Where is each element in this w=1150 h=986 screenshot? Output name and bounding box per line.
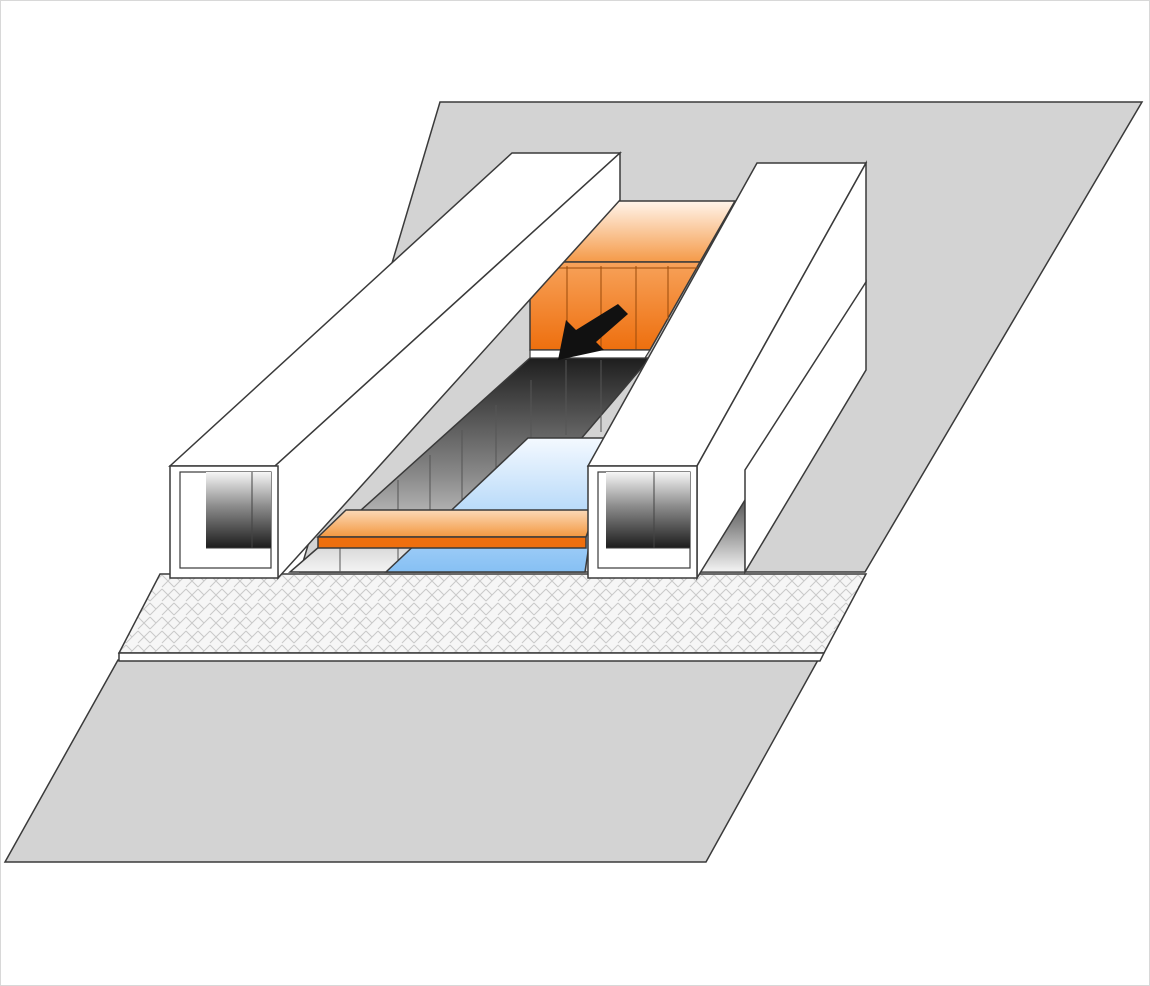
plank-bridge-edge xyxy=(317,536,587,549)
walkway-top xyxy=(117,573,868,654)
down-left-arrow-icon xyxy=(558,304,628,360)
walkway-edge xyxy=(118,652,826,662)
right-beam-side xyxy=(696,160,867,581)
right-beam-lower-side xyxy=(744,279,867,575)
right-beam-interior xyxy=(606,472,690,548)
left-beam-interior xyxy=(206,472,271,548)
ground-plane-front xyxy=(3,659,820,863)
plank-bridge-top xyxy=(316,509,598,538)
